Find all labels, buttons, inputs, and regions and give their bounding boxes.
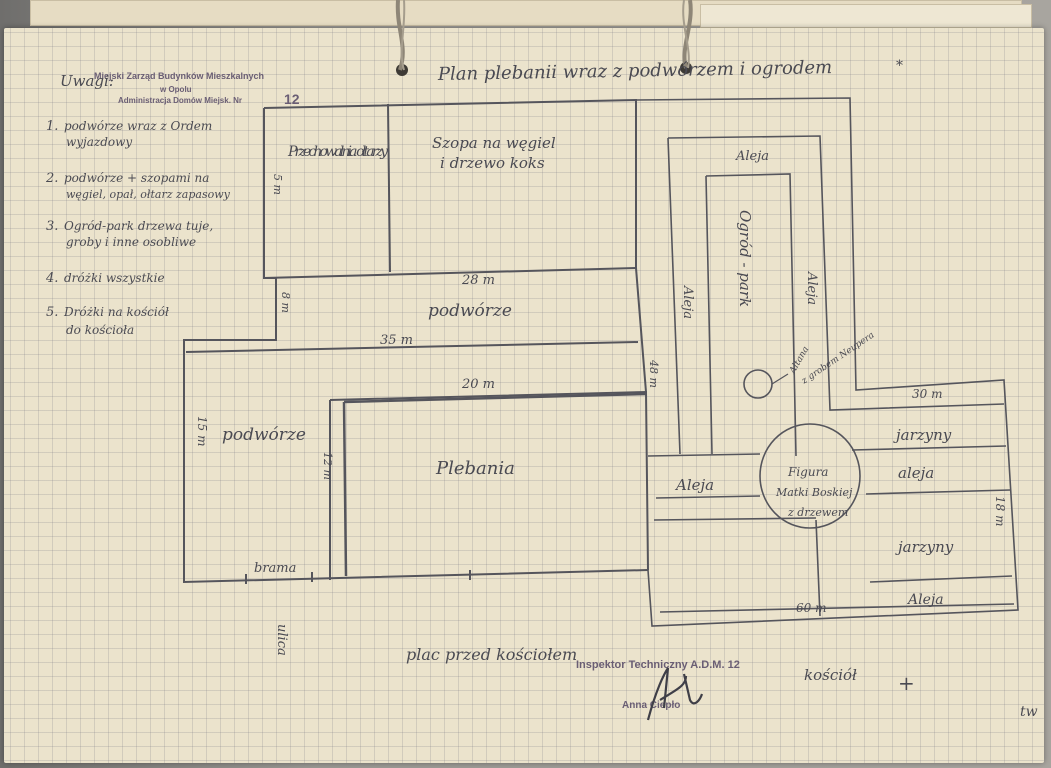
binder-string-right	[680, 0, 693, 74]
dim-12m: 12 m	[321, 452, 334, 480]
label-ulica: ulica	[274, 624, 289, 656]
svg-text:dróżki wszystkie: dróżki wszystkie	[64, 271, 165, 285]
label-aleja-bottom: Aleja	[906, 592, 944, 608]
svg-text:podwórze + szopami na: podwórze + szopami na	[64, 171, 209, 185]
svg-text:Administracja Domów Miejsk. Nr: Administracja Domów Miejsk. Nr	[118, 96, 242, 105]
svg-text:4.: 4.	[45, 271, 58, 286]
binder-string-left	[395, 0, 408, 76]
church-cross: +	[898, 671, 915, 695]
inspector-signature	[646, 667, 704, 721]
arbour-circle	[743, 369, 773, 399]
legend-item: 3. Ogród-park drzewa tuje, groby i inne …	[46, 219, 213, 249]
svg-text:groby i inne osobliwe: groby i inne osobliwe	[66, 235, 196, 249]
label-przechowalnia: Przechowalnia ołtarzy	[287, 144, 389, 160]
garden-outline	[635, 97, 1019, 627]
statue-circle	[759, 423, 861, 529]
legend-item: 2. podwórze + szopami na węgiel, opał, o…	[45, 171, 231, 201]
legend-heading: Uwagi:	[60, 72, 114, 90]
label-figura-3: z drzewem	[787, 506, 848, 519]
dim-8m: 8 m	[279, 292, 292, 313]
label-szopa-1: Szopa na węgiel	[432, 134, 556, 152]
star-mark: *	[896, 58, 903, 74]
dim-18m: 18 m	[993, 496, 1007, 526]
label-aleja-top: Aleja	[735, 149, 769, 164]
dim-15m: 15 m	[195, 416, 209, 446]
svg-text:12: 12	[284, 91, 300, 107]
label-jarzyny-1: jarzyny	[893, 426, 952, 444]
label-figura-1: Figura	[787, 465, 828, 479]
svg-text:2.: 2.	[45, 171, 58, 186]
gate-ticks	[245, 570, 471, 584]
label-altana-2: z grobem Neupera	[799, 330, 876, 387]
arbour-arrow	[771, 373, 789, 385]
building-outline	[183, 98, 649, 584]
svg-text:Dróżki na kościół: Dróżki na kościół	[63, 305, 169, 319]
dim-30m: 30 m	[912, 387, 942, 401]
label-kosciol: kościół	[804, 666, 857, 684]
label-plebania: Plebania	[435, 458, 515, 479]
label-szopa-2: i drzewo koks	[440, 154, 545, 172]
dim-35m: 35 m	[380, 333, 413, 348]
dim-48m: 48 m	[647, 359, 660, 388]
legend: Uwagi: 1. podwórze wraz z Ordem wyjazdow…	[45, 72, 231, 337]
label-plac: plac przed kościołem	[406, 645, 577, 664]
svg-text:do kościoła: do kościoła	[66, 323, 134, 337]
legend-item: 4. dróżki wszystkie	[45, 271, 165, 286]
dim-5m: 5 m	[271, 174, 284, 195]
label-figura-2: Matki Boskiej	[775, 486, 853, 499]
label-aleja-right: Aleja	[804, 271, 819, 305]
svg-text:5.: 5.	[46, 305, 58, 320]
label-podworze-top: podwórze	[428, 301, 512, 321]
plan-title: Plan plebanii wraz z podwórzem i ogrodem	[437, 57, 833, 85]
label-aleja-left: Aleja	[680, 285, 695, 319]
dim-28m: 28 m	[461, 273, 495, 288]
label-aleja-mid: Aleja	[674, 476, 714, 494]
svg-text:1.: 1.	[46, 119, 58, 134]
label-jarzyny-2: jarzyny	[895, 538, 954, 556]
administration-stamp: Miejski Zarząd Budynków Mieszkalnych w O…	[94, 71, 300, 107]
inspector-stamp: Inspektor Techniczny A.D.M. 12	[576, 659, 740, 671]
svg-text:Miejski Zarząd Budynków Mieszk: Miejski Zarząd Budynków Mieszkalnych	[94, 71, 264, 81]
label-podworze-left: podwórze	[222, 425, 306, 445]
corner-mark: tw	[1020, 704, 1038, 720]
svg-text:węgiel, opał, ołtarz zapasowy: węgiel, opał, ołtarz zapasowy	[66, 188, 231, 201]
svg-text:wyjazdowy: wyjazdowy	[66, 135, 132, 149]
underlying-page-tab	[700, 4, 1032, 28]
svg-text:Ogród-park drzewa tuje,: Ogród-park drzewa tuje,	[64, 219, 213, 233]
legend-item: 5. Dróżki na kościół do kościoła	[46, 305, 169, 337]
label-aleja-row: aleja	[898, 464, 934, 482]
label-altana-1: Altana	[787, 345, 811, 376]
label-ogrod-park: Ogród - park	[736, 210, 754, 307]
svg-text:w Opolu: w Opolu	[159, 85, 192, 94]
label-brama: brama	[254, 561, 296, 576]
svg-text:podwórze wraz z Ordem: podwórze wraz z Ordem	[64, 119, 212, 133]
legend-item: 1. podwórze wraz z Ordem wyjazdowy	[46, 119, 212, 149]
dim-60m: 60 m	[796, 601, 826, 615]
svg-text:3.: 3.	[46, 219, 58, 234]
dim-20m: 20 m	[461, 377, 495, 392]
